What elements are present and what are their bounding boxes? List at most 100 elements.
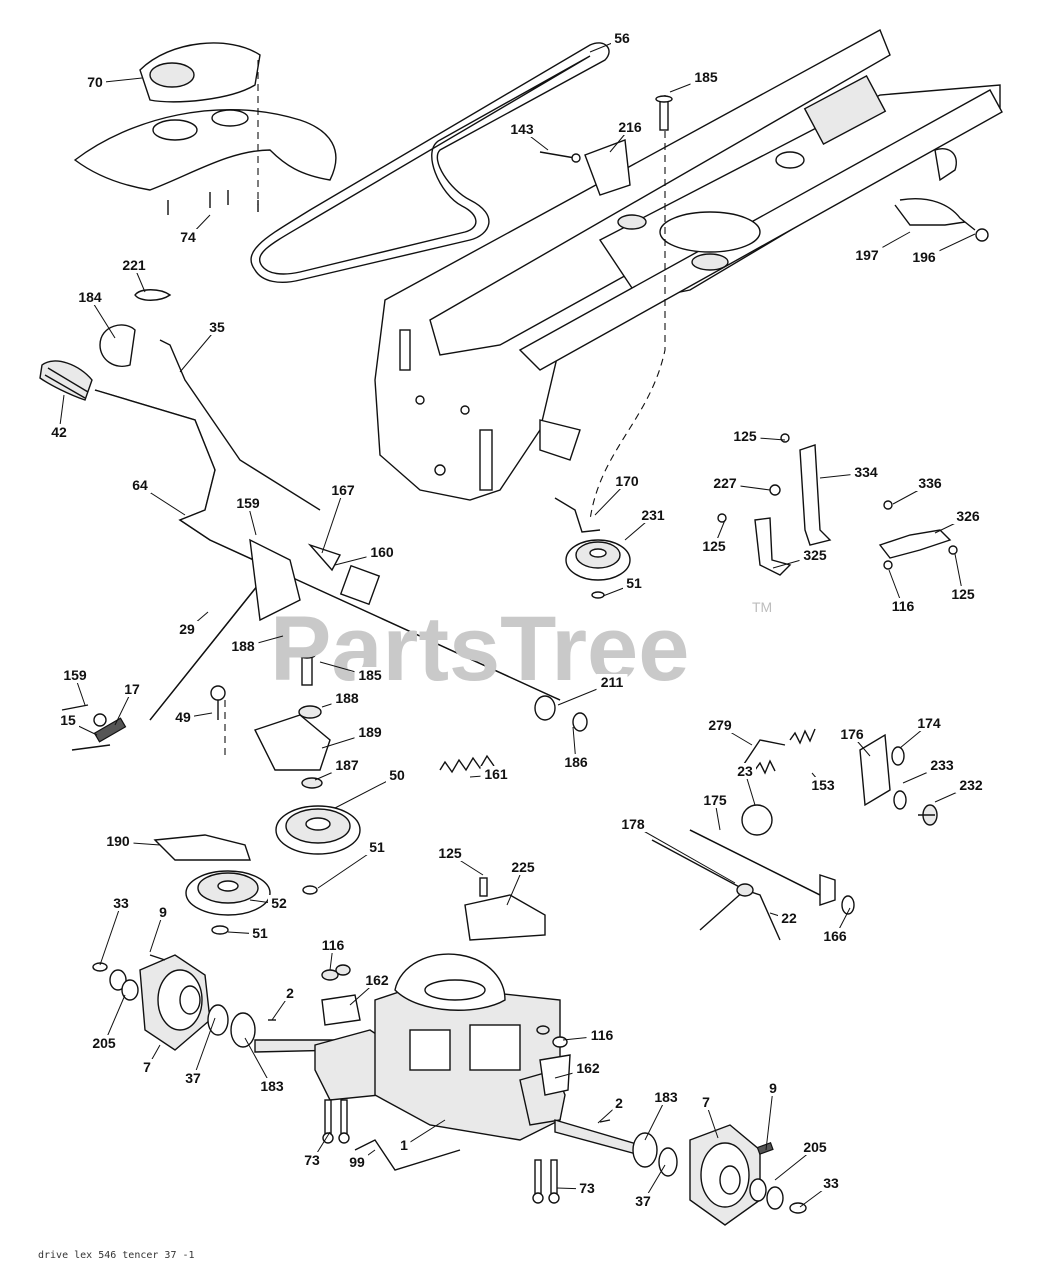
- callout-116c[interactable]: 116: [562, 1027, 618, 1043]
- callout-174[interactable]: 174: [899, 715, 945, 749]
- callout-halo: [283, 985, 297, 1001]
- callout-15[interactable]: 15: [57, 712, 98, 736]
- callout-51c[interactable]: 51: [227, 925, 271, 941]
- callout-74[interactable]: 74: [177, 214, 211, 245]
- callout-125b[interactable]: 125: [698, 519, 730, 554]
- callout-halo: [102, 833, 134, 849]
- callout-number: 170: [615, 473, 639, 489]
- callout-22[interactable]: 22: [769, 910, 800, 926]
- callout-186[interactable]: 186: [560, 726, 592, 770]
- callout-159a[interactable]: 159: [232, 495, 264, 536]
- callout-52[interactable]: 52: [249, 895, 290, 911]
- callout-70[interactable]: 70: [84, 74, 143, 90]
- callout-166[interactable]: 166: [819, 907, 851, 944]
- callout-231[interactable]: 231: [624, 507, 669, 541]
- callout-185b[interactable]: 185: [319, 661, 386, 683]
- callout-185a[interactable]: 185: [669, 69, 722, 93]
- callout-number: 183: [260, 1078, 284, 1094]
- callout-232[interactable]: 232: [934, 777, 987, 803]
- callout-64[interactable]: 64: [129, 477, 186, 516]
- callout-325[interactable]: 325: [772, 547, 831, 569]
- callout-159b[interactable]: 159: [59, 667, 91, 706]
- callout-7a[interactable]: 7: [140, 1044, 161, 1075]
- callout-211[interactable]: 211: [557, 674, 628, 706]
- callout-51a[interactable]: 51: [602, 575, 645, 597]
- callout-125d[interactable]: 125: [434, 845, 484, 876]
- callout-188b[interactable]: 188: [321, 690, 363, 708]
- callout-49[interactable]: 49: [172, 709, 213, 725]
- callout-184[interactable]: 184: [74, 289, 116, 339]
- callout-221[interactable]: 221: [118, 257, 150, 293]
- callout-33b[interactable]: 33: [799, 1175, 842, 1208]
- callout-336[interactable]: 336: [892, 475, 946, 505]
- callout-125a[interactable]: 125: [729, 428, 786, 444]
- callout-37a[interactable]: 37: [182, 1017, 216, 1086]
- callout-51b[interactable]: 51: [317, 839, 388, 889]
- callout-227[interactable]: 227: [709, 475, 771, 491]
- callout-halo: [317, 937, 349, 953]
- callout-125c[interactable]: 125: [947, 553, 979, 602]
- callout-161[interactable]: 161: [469, 766, 512, 782]
- callout-187[interactable]: 187: [314, 757, 363, 781]
- callout-number: 2: [286, 985, 294, 1001]
- callout-23[interactable]: 23: [734, 763, 756, 806]
- callout-233[interactable]: 233: [902, 757, 958, 784]
- callout-205a[interactable]: 205: [88, 994, 126, 1051]
- callout-216[interactable]: 216: [609, 119, 646, 153]
- callout-number: 37: [185, 1070, 201, 1086]
- callout-197[interactable]: 197: [851, 231, 911, 263]
- callout-halo: [74, 289, 106, 305]
- callout-50[interactable]: 50: [334, 767, 408, 809]
- callout-37b[interactable]: 37: [632, 1164, 666, 1209]
- callout-halo: [729, 428, 761, 444]
- callout-56[interactable]: 56: [589, 30, 633, 53]
- callout-halo: [397, 1137, 411, 1153]
- callout-334[interactable]: 334: [819, 464, 882, 480]
- callout-99[interactable]: 99: [346, 1149, 376, 1170]
- callout-number: 205: [803, 1139, 827, 1155]
- callout-33a[interactable]: 33: [99, 895, 132, 966]
- callout-17[interactable]: 17: [114, 681, 143, 726]
- callout-35[interactable]: 35: [179, 319, 228, 373]
- callout-189[interactable]: 189: [321, 724, 386, 749]
- tractor-frame: [374, 29, 1003, 501]
- callout-1[interactable]: 1: [397, 1119, 446, 1153]
- callout-175[interactable]: 175: [699, 792, 731, 831]
- callout-178[interactable]: 178: [617, 816, 736, 884]
- callout-73b[interactable]: 73: [556, 1180, 598, 1196]
- callout-2b[interactable]: 2: [597, 1095, 626, 1124]
- callout-176[interactable]: 176: [836, 726, 871, 757]
- callout-number: 188: [231, 638, 255, 654]
- callout-205b[interactable]: 205: [774, 1139, 831, 1181]
- callout-143[interactable]: 143: [506, 121, 549, 151]
- callout-2a[interactable]: 2: [271, 985, 297, 1021]
- callout-halo: [301, 1152, 323, 1168]
- callout-number: 221: [122, 257, 146, 273]
- callout-160[interactable]: 160: [334, 544, 398, 566]
- callout-170[interactable]: 170: [594, 473, 643, 516]
- callout-183b[interactable]: 183: [644, 1089, 682, 1141]
- callout-196[interactable]: 196: [908, 233, 976, 265]
- cotter-pin-knob: [99, 289, 172, 367]
- callout-116a[interactable]: 116: [887, 569, 919, 614]
- callout-190[interactable]: 190: [102, 833, 161, 849]
- callout-7b[interactable]: 7: [699, 1094, 719, 1139]
- callout-279[interactable]: 279: [704, 717, 753, 746]
- callout-29[interactable]: 29: [176, 611, 209, 637]
- callout-162b[interactable]: 162: [554, 1060, 604, 1079]
- callout-167[interactable]: 167: [321, 482, 359, 554]
- callout-162a[interactable]: 162: [349, 972, 393, 1006]
- callout-73a[interactable]: 73: [301, 1131, 331, 1168]
- callout-183a[interactable]: 183: [244, 1037, 288, 1094]
- callout-number: 188: [335, 690, 359, 706]
- callout-number: 49: [175, 709, 191, 725]
- callout-9b[interactable]: 9: [765, 1080, 780, 1151]
- callout-116b[interactable]: 116: [317, 937, 349, 971]
- callout-153[interactable]: 153: [807, 772, 839, 793]
- callout-225[interactable]: 225: [506, 859, 539, 906]
- callout-326[interactable]: 326: [934, 508, 984, 534]
- callout-42[interactable]: 42: [48, 394, 70, 440]
- callout-188a[interactable]: 188: [227, 635, 284, 654]
- callout-number: 176: [840, 726, 864, 742]
- callout-9a[interactable]: 9: [149, 904, 170, 953]
